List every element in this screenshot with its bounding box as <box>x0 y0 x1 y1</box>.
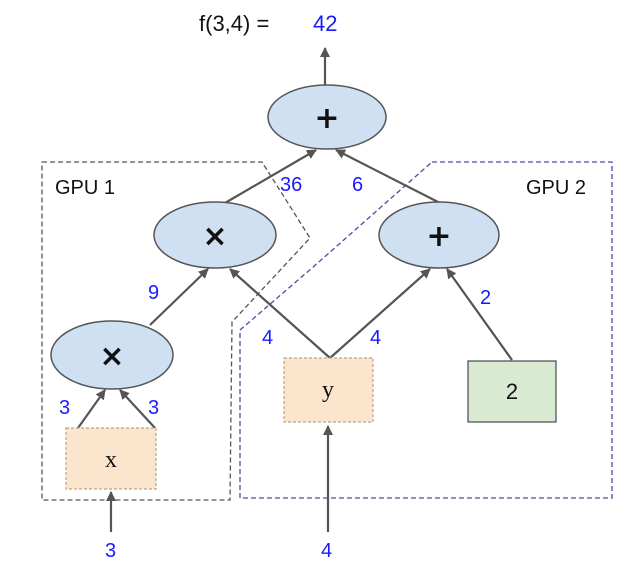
const-2-node <box>467 360 557 423</box>
edge-x-to-mul-low-right <box>119 389 156 429</box>
var-y-node <box>283 357 374 423</box>
mul-low-node <box>50 320 174 390</box>
gpu1-label: GPU 1 <box>55 177 115 199</box>
output-value: 42 <box>313 11 337 36</box>
value-mul-mid-to-plus-top: 36 <box>280 174 302 196</box>
value-input-y: 4 <box>321 540 332 562</box>
value-y-to-plus-right: 4 <box>370 327 381 349</box>
var-y-label: y <box>322 377 334 403</box>
edge-mul-mid-to-plus-top <box>224 149 317 204</box>
var-x-node <box>65 427 157 490</box>
gpu2-region <box>239 161 613 499</box>
value-x-to-mul-low-right: 3 <box>148 397 159 419</box>
value-const-to-plus-right: 2 <box>480 287 491 309</box>
mul-mid-symbol: × <box>202 219 227 254</box>
value-input-x: 3 <box>105 540 116 562</box>
edge-x-to-mul-low-left <box>77 389 106 429</box>
plus-right-node <box>378 201 500 269</box>
plus-top-node <box>267 84 387 150</box>
gpu2-label: GPU 2 <box>526 177 586 199</box>
output-expression: f(3,4) = <box>199 11 269 36</box>
var-x-label: x <box>105 447 117 473</box>
edge-const-to-plus-right <box>446 268 513 361</box>
value-x-to-mul-low-left: 3 <box>59 397 70 419</box>
const-2-label: 2 <box>506 379 518 404</box>
edge-plus-right-to-plus-top <box>335 149 441 204</box>
value-plus-right-to-plus-top: 6 <box>352 174 363 196</box>
edge-y-to-plus-right <box>329 268 431 359</box>
value-y-to-mul-mid: 4 <box>262 327 273 349</box>
edge-y-to-mul-mid <box>229 268 331 359</box>
plus-top-symbol: + <box>314 101 339 136</box>
edge-mul-low-to-mul-mid <box>149 268 209 326</box>
plus-right-symbol: + <box>426 219 451 254</box>
gpu1-region <box>41 161 311 501</box>
mul-mid-node <box>153 201 277 269</box>
mul-low-symbol: × <box>99 339 124 374</box>
value-mul-low-to-mul-mid: 9 <box>148 282 159 304</box>
